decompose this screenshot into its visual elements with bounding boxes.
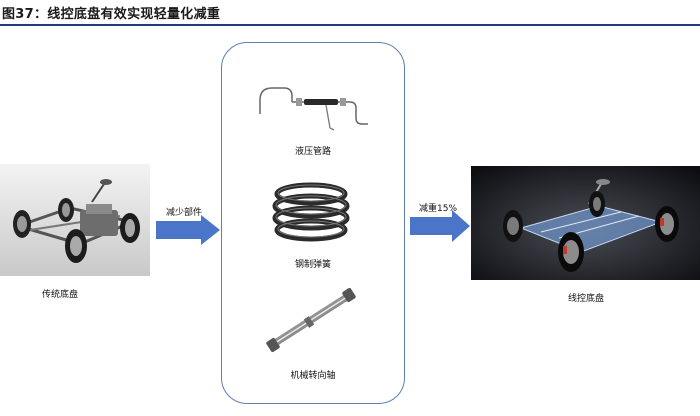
steel-spring-image <box>266 180 356 244</box>
traditional-chassis-caption: 传统底盘 <box>41 290 78 300</box>
title-rule <box>0 24 700 26</box>
weight-reduction-arrow <box>410 210 471 242</box>
figure-title: 图37：线控底盘有效实现轻量化减重 <box>2 7 221 22</box>
steel-spring-caption: 钢制弹簧 <box>294 260 331 270</box>
by-wire-chassis-image <box>471 166 700 280</box>
hydraulic-lines-image <box>256 78 371 140</box>
reduce-parts-label: 减少部件 <box>166 208 203 218</box>
weight-reduction-label: 减重15% <box>419 204 458 214</box>
steering-shaft-image <box>262 287 362 353</box>
by-wire-chassis-caption: 线控底盘 <box>567 294 604 304</box>
hydraulic-lines-caption: 液压管路 <box>294 147 331 157</box>
reduce-parts-arrow <box>156 215 221 245</box>
steering-shaft-caption: 机械转向轴 <box>290 371 336 381</box>
traditional-chassis-image <box>0 164 150 276</box>
